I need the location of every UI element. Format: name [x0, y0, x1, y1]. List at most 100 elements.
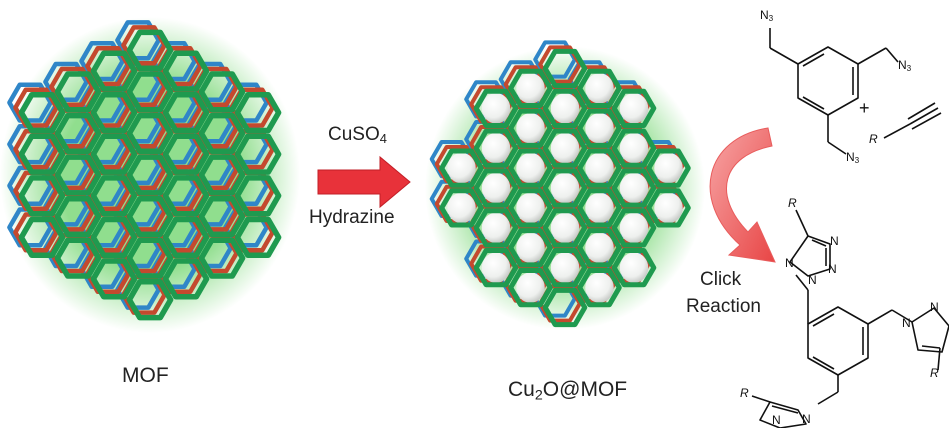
triazole-top-n4: N	[785, 256, 794, 270]
azide-n-text: N	[846, 150, 855, 164]
triazole-left-n1: N	[802, 412, 811, 426]
mof-hexagon-green	[508, 228, 553, 268]
mof-hexagon-green	[18, 216, 66, 258]
mof-hexagon-green	[126, 195, 174, 238]
cu2o-sphere	[516, 272, 545, 303]
mof-hexagon-green	[162, 175, 210, 217]
mof-hexagon-green	[611, 168, 657, 208]
mof-hexagon-blue	[7, 82, 53, 123]
mof-hexagon-green	[439, 148, 484, 188]
mof-hexagon-green	[611, 88, 657, 128]
mof-hexagon-green	[198, 154, 246, 196]
n-text: N	[772, 413, 781, 427]
azide-label-right: N3	[898, 58, 911, 73]
cu2o-sphere	[619, 132, 649, 164]
mof-hexagon-green	[162, 50, 210, 92]
mof-hexagon-green	[234, 216, 282, 258]
mof-label: MOF	[122, 364, 169, 388]
cu2o-sphere	[585, 152, 614, 184]
r-text: R	[788, 196, 797, 210]
cu2o-sphere	[550, 93, 580, 124]
mof-hexagon-green	[508, 108, 553, 148]
mof-hexagon-green	[54, 112, 102, 155]
reaction-arrow	[317, 155, 411, 209]
mof-hexagon-green	[90, 50, 138, 92]
azide-label-bottom: N3	[846, 150, 859, 165]
mof-hexagon-green	[18, 133, 66, 175]
mof-framework-left	[0, 17, 300, 333]
cu2o-mof-text-pre: Cu	[508, 378, 535, 401]
mof-hexagon-green	[90, 216, 138, 258]
cu2o-sphere	[585, 232, 614, 263]
azide-n-text: N	[898, 58, 907, 72]
cu2o-sphere	[516, 192, 545, 224]
cu2o-mof-subscript: 2	[534, 387, 543, 404]
cu2o-nanoparticles	[447, 73, 683, 303]
mof-hexagon-green	[162, 216, 210, 258]
mof-hexagon-green	[542, 48, 588, 89]
cu2o-sphere	[481, 132, 511, 164]
cu2o-sphere	[585, 272, 614, 303]
triazole-right-n2: N	[930, 300, 939, 314]
cu2o-sphere	[516, 152, 545, 184]
triazole-top-n1: N	[830, 234, 839, 248]
mof-hexagon-green	[508, 188, 553, 228]
r-text: R	[740, 386, 749, 400]
mof-hexagon-green	[234, 133, 282, 175]
mof-hexagon-green	[439, 188, 484, 228]
mof-hexagon-green	[54, 154, 102, 196]
mof-hexagon-green	[611, 208, 657, 248]
mof-mid-green-layer	[439, 48, 691, 328]
cu2o-sphere	[481, 93, 511, 124]
mof-hexagon-green	[198, 195, 246, 238]
cu2o-sphere	[619, 252, 649, 283]
azide-sub-text: 3	[854, 156, 860, 166]
azide-sub-text: 3	[768, 14, 774, 24]
cu2o-sphere	[654, 152, 683, 184]
mof-hexagon-green	[577, 68, 622, 108]
mof-hexagon-red	[13, 87, 59, 128]
mof-hexagon-blue	[115, 20, 161, 61]
mof-hexagon-red	[121, 25, 167, 66]
n-text: N	[802, 412, 811, 426]
mof-hexagon-green	[126, 29, 174, 71]
r-text: R	[869, 132, 878, 146]
cu2o-sphere	[619, 93, 649, 124]
mof-hexagon-red	[49, 66, 95, 107]
mof-hexagon-green	[473, 208, 519, 248]
mof-hexagon-red	[85, 45, 131, 87]
cu2o-sphere	[550, 212, 580, 244]
triazole-top-r-label: R	[788, 196, 797, 210]
cu2o-sphere	[516, 232, 545, 263]
mof-hexagon-green	[508, 148, 553, 188]
mof-hexagon-green	[54, 71, 102, 113]
cu2o-sphere	[585, 192, 614, 224]
mof-hexagon-green	[542, 88, 588, 128]
mof-hexagon-green	[473, 248, 519, 288]
cu2o-sphere	[516, 73, 545, 104]
mof-hexagon-green	[508, 68, 553, 108]
triazole-left-r-label: R	[740, 386, 749, 400]
mof-hexagon-green	[646, 188, 691, 228]
n-text: N	[785, 256, 794, 270]
azide-label-top: N3	[760, 8, 773, 23]
mof-hexagon-green	[126, 279, 174, 321]
mof-hexagon-green	[577, 188, 622, 228]
cu2o-sphere	[654, 192, 683, 224]
mof-hexagon-green	[473, 128, 519, 168]
cu2o-sphere	[516, 113, 545, 144]
chemical-structures	[751, 28, 949, 429]
mof-hexagon-green	[18, 92, 66, 134]
n-text: N	[828, 262, 837, 276]
mof-hexagon-green	[234, 92, 282, 134]
azide-n-text: N	[760, 8, 769, 22]
mof-hexagon-green	[162, 92, 210, 134]
plus-sign: +	[859, 98, 870, 119]
mof-hexagon-green	[18, 175, 66, 217]
mof-hexagon-blue	[533, 40, 577, 79]
mof-hexagon-green	[508, 268, 553, 308]
cu2o-mof-text-post: O@MOF	[542, 378, 628, 401]
mof-hexagon-green	[542, 128, 588, 168]
mof-hexagon-green	[54, 237, 102, 279]
